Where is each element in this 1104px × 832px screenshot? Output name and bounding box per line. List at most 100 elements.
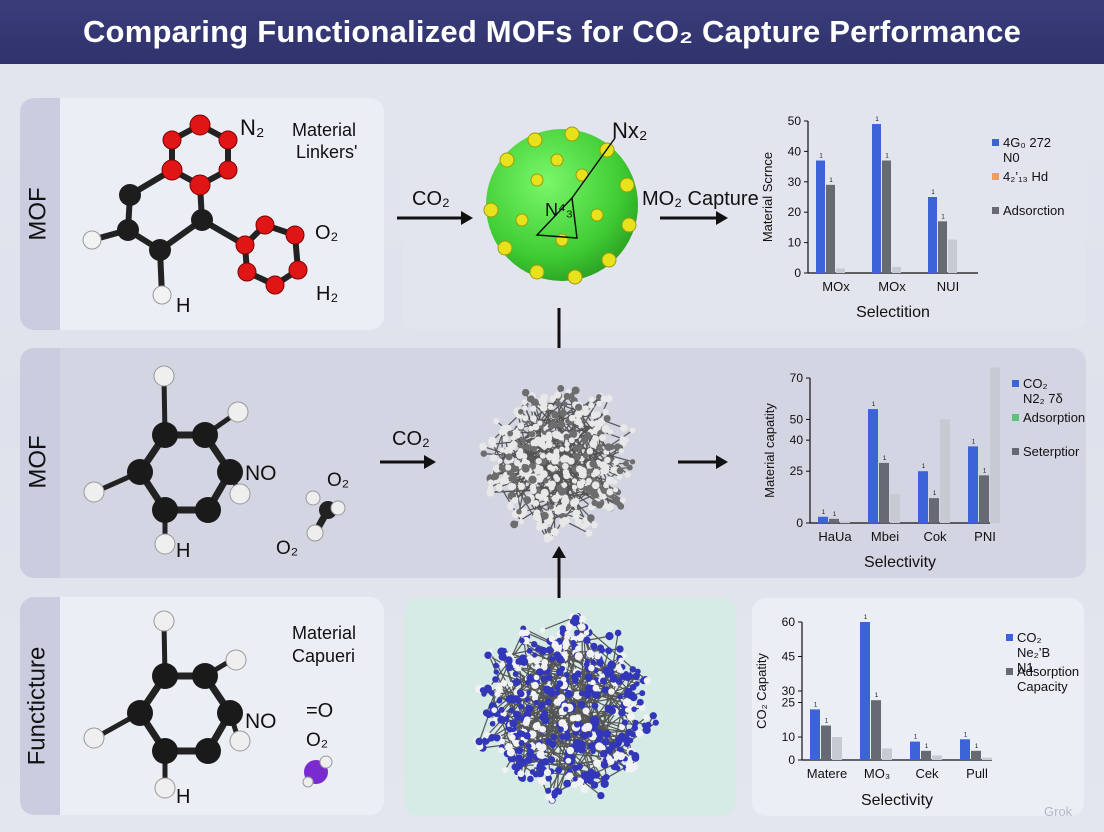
framework-atom (591, 499, 598, 507)
framework-atom (542, 401, 548, 407)
legend-label: Adsorption (1017, 664, 1079, 679)
framework-atom (521, 405, 528, 411)
framework-atom (584, 431, 592, 440)
framework-atom (517, 770, 525, 778)
framework-atom (599, 677, 607, 685)
framework-atom (600, 761, 609, 769)
framework-atom (534, 436, 543, 445)
bar (892, 266, 901, 273)
framework-atom (498, 429, 506, 436)
framework-atom (532, 722, 541, 731)
framework-atom (633, 719, 639, 726)
framework-atom (596, 443, 603, 450)
framework-atom (607, 660, 616, 669)
framework-atom (530, 405, 537, 412)
framework-atom (539, 456, 548, 465)
framework-atom (649, 712, 657, 720)
legend-label: Seterptior (1023, 444, 1080, 459)
framework-atom (636, 698, 644, 706)
framework-atom (496, 485, 503, 492)
legend-swatch (1012, 380, 1019, 387)
framework-atom (518, 408, 524, 415)
framework-atom (598, 434, 607, 442)
framework-atom (562, 639, 570, 648)
framework-atom (549, 740, 557, 749)
bar (979, 475, 989, 523)
framework-atom (581, 408, 590, 417)
framework-atom (579, 731, 587, 739)
framework-atom (547, 404, 554, 410)
y-tick-label: 40 (790, 433, 804, 447)
framework-atom (548, 504, 554, 510)
y-axis-label: Material Scrnce (760, 152, 775, 242)
bar (990, 367, 1000, 523)
row-3-material-text-1: Material (292, 623, 357, 643)
framework-atom (541, 709, 549, 717)
y-tick-label: 45 (782, 650, 796, 664)
framework-atom (588, 396, 595, 403)
row-1-output-arrow (660, 211, 728, 225)
framework-atom (519, 730, 526, 738)
framework-atom (532, 657, 541, 665)
framework-atom (509, 755, 517, 762)
framework-atom (533, 674, 540, 681)
framework-atom (535, 493, 541, 500)
row-3-side-tab (20, 597, 60, 815)
framework-atom (569, 430, 578, 439)
framework-atom (515, 697, 522, 704)
framework-atom (602, 408, 609, 416)
framework-atom (513, 739, 521, 747)
legend-swatch (1006, 668, 1013, 675)
row-2-label-h: H (176, 540, 191, 562)
framework-atom (593, 759, 602, 768)
framework-atom (545, 698, 552, 706)
framework-atom (561, 502, 568, 508)
framework-atom (565, 772, 574, 781)
framework-atom (556, 680, 564, 688)
framework-atom (596, 400, 602, 407)
framework-atom (584, 659, 590, 665)
framework-atom (493, 669, 499, 675)
framework-atom (543, 496, 549, 502)
framework-atom (482, 709, 490, 717)
framework-atom (599, 749, 608, 758)
framework-atom (536, 523, 544, 532)
framework-atom (521, 464, 530, 473)
bar-data-label: 1 (885, 154, 889, 160)
framework-atom (592, 463, 598, 469)
framework-atom (618, 708, 626, 717)
framework-atom (621, 719, 629, 726)
framework-atom (597, 644, 604, 652)
framework-atom (574, 714, 582, 722)
framework-atom (560, 676, 567, 683)
framework-atom (612, 487, 619, 493)
framework-atom (594, 718, 600, 724)
framework-atom (570, 639, 577, 646)
framework-atom (565, 757, 572, 764)
framework-atom (578, 690, 585, 697)
bar (960, 739, 970, 760)
framework-atom (614, 629, 622, 637)
x-axis-label: Selectivity (864, 554, 936, 571)
framework-atom (606, 488, 614, 496)
framework-atom (575, 645, 582, 652)
framework-atom (619, 497, 626, 504)
legend-label: 4₂’₁₃ Hd (1003, 169, 1048, 184)
framework-atom (561, 482, 568, 488)
bar-data-label: 1 (819, 154, 823, 160)
framework-atom (533, 699, 539, 706)
framework-atom (583, 636, 591, 644)
framework-atom (616, 467, 624, 475)
bar (982, 757, 992, 760)
bar (928, 197, 937, 273)
row-2-small-molecule (305, 490, 346, 542)
bar-data-label: 1 (875, 117, 879, 123)
bar (810, 709, 820, 760)
framework-atom (587, 514, 595, 522)
legend-label: N1 (1017, 660, 1034, 675)
y-tick-label: 10 (782, 730, 796, 744)
framework-atom (525, 704, 534, 713)
framework-atom (575, 403, 583, 411)
framework-atom (493, 662, 500, 669)
